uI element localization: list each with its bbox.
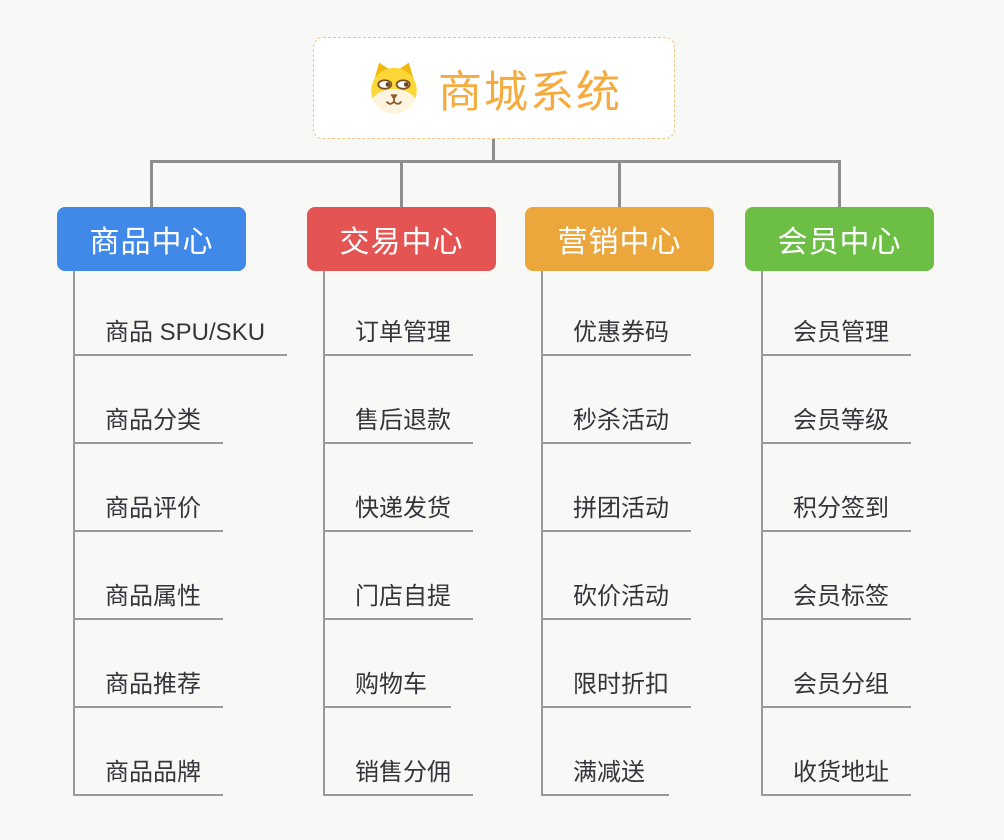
leaf-item[interactable]: 销售分佣 [325,708,473,796]
leaf-item[interactable]: 收货地址 [763,708,911,796]
root-title: 商城系统 [438,68,622,117]
leaf-item[interactable]: 商品属性 [75,532,223,620]
branch-header-product[interactable]: 商品中心 [57,207,246,271]
leaf-item[interactable]: 商品推荐 [75,620,223,708]
branch-header-marketing[interactable]: 营销中心 [525,207,714,271]
leaf-item[interactable]: 会员等级 [763,356,911,444]
leaf-list-trade: 订单管理 售后退款 快递发货 门店自提 购物车 销售分佣 [323,271,473,796]
leaf-item[interactable]: 商品品牌 [75,708,223,796]
branch-header-trade[interactable]: 交易中心 [307,207,496,271]
leaf-item[interactable]: 售后退款 [325,356,473,444]
leaf-list-marketing: 优惠券码 秒杀活动 拼团活动 砍价活动 限时折扣 满减送 [541,271,691,796]
leaf-item[interactable]: 秒杀活动 [543,356,691,444]
leaf-item[interactable]: 商品评价 [75,444,223,532]
leaf-item[interactable]: 门店自提 [325,532,473,620]
connector-drop-trade [400,160,403,207]
dog-face-icon [371,62,417,114]
connector-drop-product [150,160,153,207]
leaf-item[interactable]: 商品分类 [75,356,223,444]
connector-bus [150,160,841,163]
leaf-item[interactable]: 订单管理 [325,271,473,356]
connector-drop-marketing [618,160,621,207]
leaf-item[interactable]: 会员分组 [763,620,911,708]
leaf-item[interactable]: 商品 SPU/SKU [75,271,288,356]
root-node[interactable]: 商城系统 [313,37,675,139]
branch-header-member[interactable]: 会员中心 [745,207,934,271]
leaf-item[interactable]: 拼团活动 [543,444,691,532]
leaf-item[interactable]: 购物车 [325,620,451,708]
leaf-item[interactable]: 积分签到 [763,444,911,532]
leaf-item[interactable]: 限时折扣 [543,620,691,708]
leaf-list-member: 会员管理 会员等级 积分签到 会员标签 会员分组 收货地址 [761,271,911,796]
root-connector-stub [492,139,495,163]
leaf-item[interactable]: 砍价活动 [543,532,691,620]
leaf-item[interactable]: 快递发货 [325,444,473,532]
leaf-item[interactable]: 满减送 [543,708,669,796]
leaf-item[interactable]: 会员管理 [763,271,911,356]
connector-drop-member [838,160,841,207]
leaf-item[interactable]: 会员标签 [763,532,911,620]
leaf-list-product: 商品 SPU/SKU 商品分类 商品评价 商品属性 商品推荐 商品品牌 [73,271,288,796]
leaf-item[interactable]: 优惠券码 [543,271,691,356]
